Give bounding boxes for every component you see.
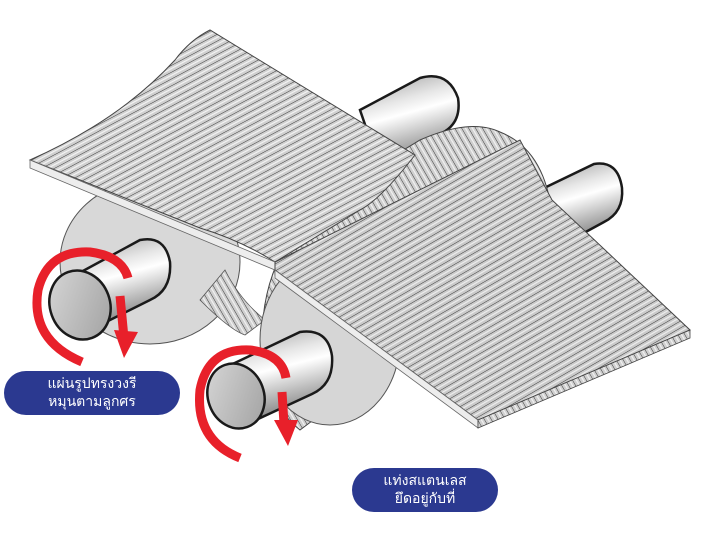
label-fins-line2: หมุนตามลูกศร <box>48 394 136 410</box>
right-front-shaft <box>206 330 334 430</box>
left-front-shaft <box>48 238 172 341</box>
rotation-arrow-right-roller <box>195 345 298 463</box>
label-rod-line2: ยึดอยู่กับที่ <box>394 491 456 507</box>
corrugated-strip <box>28 29 691 429</box>
label-fins-line1: แผ่นรูปทรงวงรี <box>47 376 137 392</box>
rotation-arrow-left-roller <box>32 247 138 367</box>
label-elliptical-fins: แผ่นรูปทรงวงรี หมุนตามลูกศร <box>4 371 180 415</box>
label-rod-line1: แท่งสแตนเลส <box>383 473 467 489</box>
label-stainless-rod: แท่งสแตนเลส ยึดอยู่กับที่ <box>352 468 498 512</box>
